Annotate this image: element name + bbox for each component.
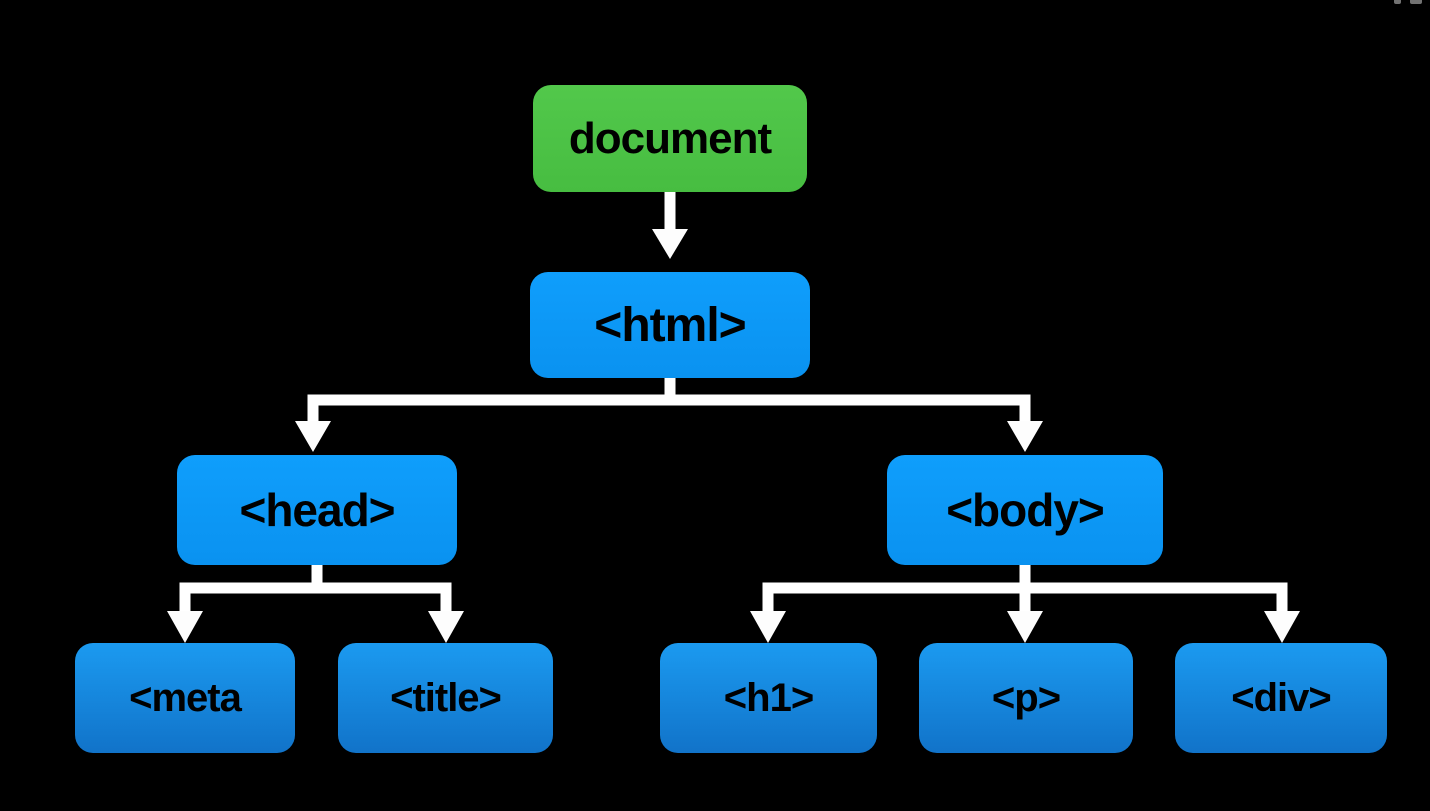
node-meta-label: <meta	[129, 675, 242, 720]
clipped-screen-artifact	[1394, 0, 1428, 5]
arrowhead-title	[428, 611, 464, 643]
node-body-label: <body>	[946, 484, 1105, 536]
node-html-label: <html>	[594, 298, 746, 352]
arrowhead-div	[1264, 611, 1300, 643]
arrowhead-body	[1007, 421, 1043, 452]
node-div: <div>	[1175, 643, 1387, 753]
node-body: <body>	[887, 455, 1163, 565]
node-html: <html>	[530, 272, 810, 378]
arrowhead-h1	[750, 611, 786, 643]
node-meta: <meta	[75, 643, 295, 753]
node-document: document	[533, 85, 807, 192]
node-h1-label: <h1>	[723, 675, 814, 720]
node-title-label: <title>	[390, 675, 502, 720]
arrowhead-head	[295, 421, 331, 452]
node-p: <p>	[919, 643, 1133, 753]
node-head: <head>	[177, 455, 457, 565]
arrowhead-html	[652, 229, 688, 259]
node-h1: <h1>	[660, 643, 877, 753]
node-p-label: <p>	[991, 675, 1061, 720]
node-document-label: document	[568, 113, 772, 163]
arrowhead-p	[1007, 611, 1043, 643]
arrowhead-meta	[167, 611, 203, 643]
node-title: <title>	[338, 643, 553, 753]
node-div-label: <div>	[1231, 675, 1332, 720]
node-head-label: <head>	[239, 484, 395, 536]
